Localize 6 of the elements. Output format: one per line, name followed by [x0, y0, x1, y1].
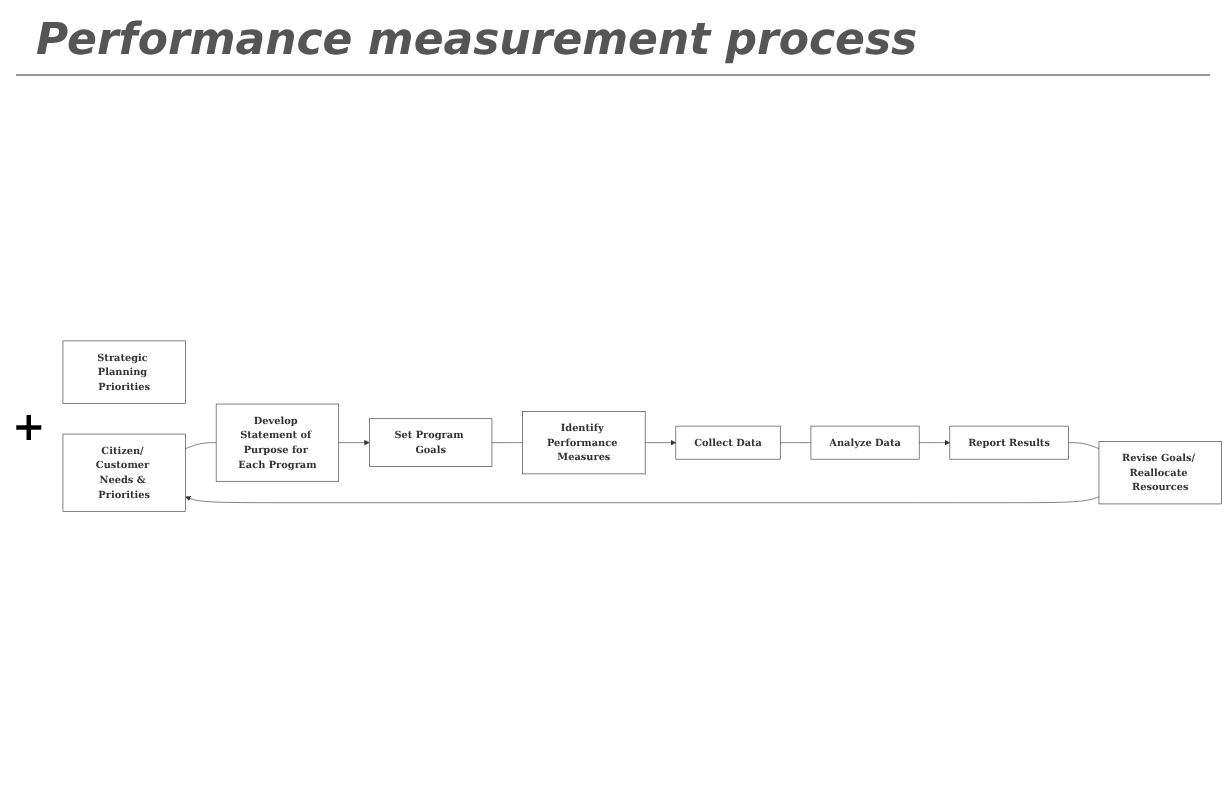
connector: [779, 442, 811, 443]
connector: [1067, 442, 1099, 449]
plus-sign: +: [12, 402, 46, 450]
connector: [491, 442, 523, 443]
connector: [184, 442, 216, 449]
diagram-title: Performance measurement process: [16, 0, 1210, 76]
